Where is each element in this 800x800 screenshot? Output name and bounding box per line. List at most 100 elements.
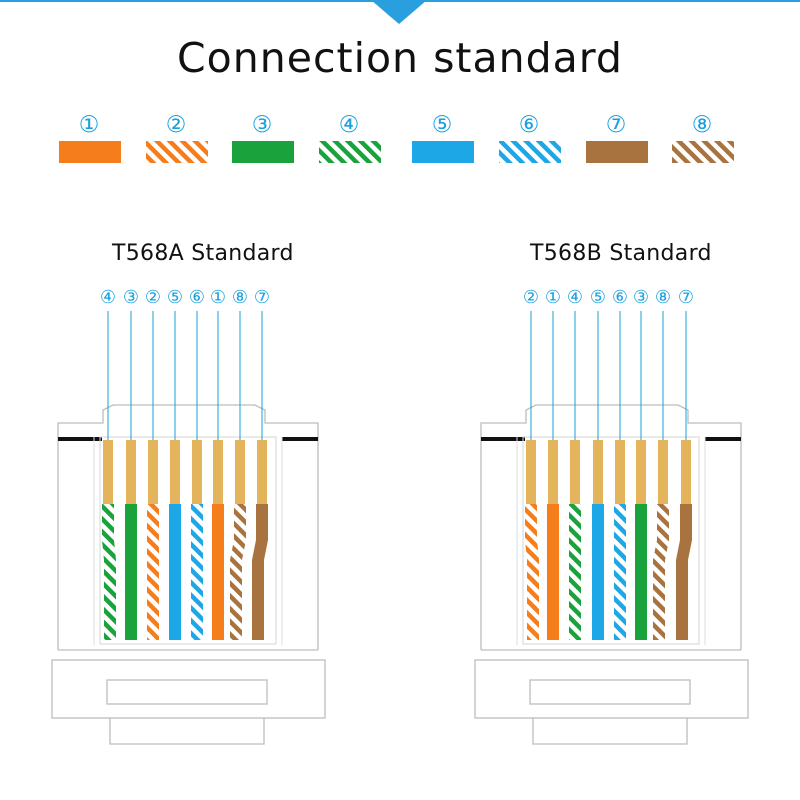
legend-number: ④: [339, 112, 360, 138]
pin-number: ⑦: [254, 287, 270, 308]
gold-contact: [615, 440, 625, 504]
gold-contact: [570, 440, 580, 504]
gold-contact: [192, 440, 202, 504]
pin-number: ①: [545, 287, 561, 308]
cable-stub: [109, 718, 265, 745]
t568b-pin-7: ⑧: [653, 287, 671, 640]
gold-contact: [593, 440, 603, 504]
t568a-label: T568A Standard: [112, 241, 294, 266]
legend-number: ②: [166, 112, 187, 138]
pin-number: ⑤: [590, 287, 606, 308]
legend-swatch: [412, 141, 474, 163]
t568a-pin-5: ⑥: [189, 287, 205, 640]
pin-number: ⑧: [232, 287, 248, 308]
gold-contact: [257, 440, 267, 504]
pin-number: ⑥: [189, 287, 205, 308]
gold-contact: [213, 440, 223, 504]
gold-contact: [681, 440, 691, 504]
legend-item-3: ③: [232, 112, 294, 163]
wire: [569, 504, 581, 640]
plug-outline: [480, 404, 742, 650]
wire: [169, 504, 181, 640]
pin-number: ②: [145, 287, 161, 308]
legend-number: ③: [252, 112, 273, 138]
t568b-pin-4: ⑤: [590, 287, 606, 640]
t568a-plug-body: [51, 404, 326, 745]
wire: [653, 504, 669, 640]
pin-number: ③: [633, 287, 649, 308]
gold-contact: [235, 440, 245, 504]
t568b-pin-8: ⑦: [676, 287, 694, 640]
t568a-pin-7: ⑧: [230, 287, 248, 640]
pin-number: ④: [567, 287, 583, 308]
gold-contact: [103, 440, 113, 504]
clip-line-right: [282, 437, 318, 441]
legend-number: ⑤: [432, 112, 453, 138]
legend-swatch: [59, 141, 121, 163]
wire: [525, 504, 539, 640]
wire: [592, 504, 604, 640]
wire: [230, 504, 246, 640]
wire: [147, 504, 159, 640]
gold-contact: [126, 440, 136, 504]
legend-item-8: ⑧: [672, 112, 734, 163]
boot-slot: [529, 679, 691, 705]
clip-line-left: [481, 437, 525, 441]
t568a-pin-8: ⑦: [252, 287, 270, 640]
wire: [676, 504, 692, 640]
t568b-pin-3: ④: [567, 287, 583, 640]
gold-contact: [636, 440, 646, 504]
pin-number: ⑥: [612, 287, 628, 308]
t568b-pin-5: ⑥: [612, 287, 628, 640]
boot-slot: [106, 679, 268, 705]
inner-bay: [99, 436, 277, 645]
legend-swatch: [586, 141, 648, 163]
legend-item-1: ①: [59, 112, 121, 163]
t568b-label: T568B Standard: [530, 241, 712, 266]
legend-number: ⑥: [519, 112, 540, 138]
legend-item-2: ②: [146, 112, 208, 163]
top-notch-arrow: [371, 0, 427, 24]
legend-swatch: [146, 141, 208, 163]
t568b-pin-2: ①: [545, 287, 561, 640]
legend-swatch: [672, 141, 734, 163]
t568a-pin-1: ④: [100, 287, 116, 640]
wire: [547, 504, 559, 640]
boot: [51, 659, 326, 719]
t568a-pin-6: ①: [210, 287, 226, 640]
gold-contact: [148, 440, 158, 504]
t568b-plug-body: [474, 404, 749, 745]
gold-contact: [548, 440, 558, 504]
legend-item-4: ④: [319, 112, 381, 163]
wire: [125, 504, 137, 640]
pin-number: ⑧: [655, 287, 671, 308]
wire: [614, 504, 626, 640]
inner-bay: [522, 436, 700, 645]
pin-number: ②: [523, 287, 539, 308]
legend-swatch: [319, 141, 381, 163]
wire: [212, 504, 224, 640]
wire: [252, 504, 268, 640]
pin-number: ⑦: [678, 287, 694, 308]
t568a-pin-2: ③: [123, 287, 139, 640]
t568a-pin-3: ②: [145, 287, 161, 640]
cable-stub: [532, 718, 688, 745]
legend-number: ⑧: [692, 112, 713, 138]
gold-contact: [526, 440, 536, 504]
boot: [474, 659, 749, 719]
wire: [191, 504, 203, 640]
legend-item-6: ⑥: [499, 112, 561, 163]
gold-contact: [658, 440, 668, 504]
t568b-pin-1: ②: [523, 287, 539, 640]
plug-outline: [57, 404, 319, 650]
t568b-pin-6: ③: [633, 287, 649, 640]
gold-contact: [170, 440, 180, 504]
t568a-pin-4: ⑤: [167, 287, 183, 640]
pin-number: ⑤: [167, 287, 183, 308]
pin-number: ③: [123, 287, 139, 308]
legend-item-5: ⑤: [412, 112, 474, 163]
legend-number: ⑦: [606, 112, 627, 138]
